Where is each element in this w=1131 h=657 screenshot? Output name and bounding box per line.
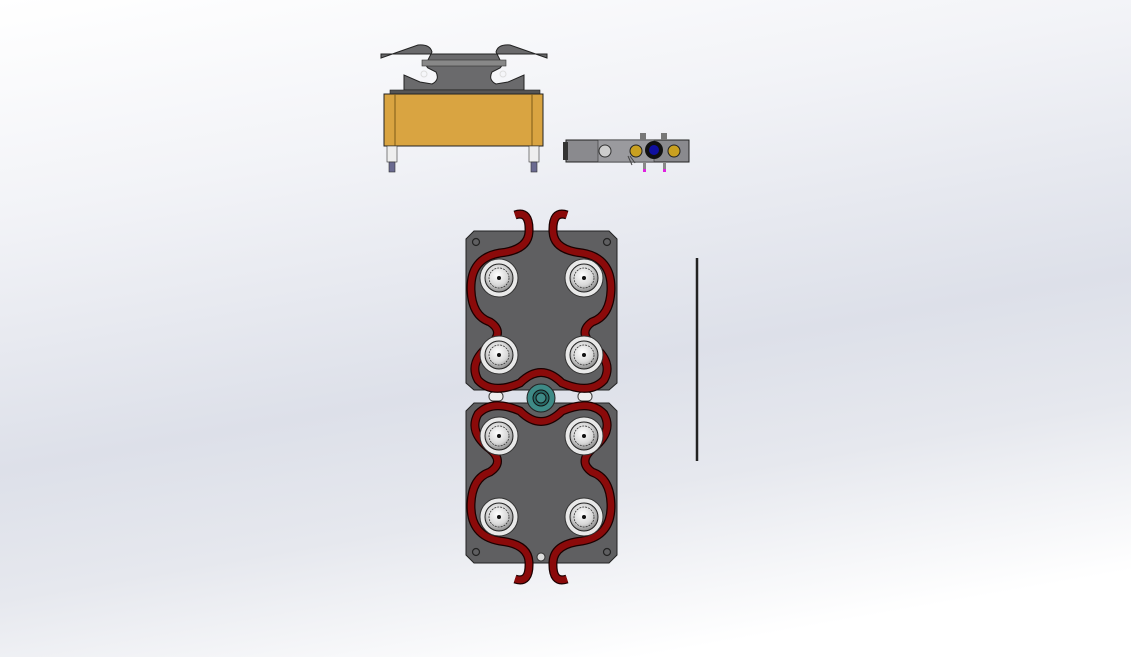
cooling-plate-assembly[interactable]: [465, 214, 618, 580]
connector-housing-part[interactable]: [380, 44, 548, 173]
center-fitting: [526, 383, 556, 413]
valve-manifold-part[interactable]: [563, 133, 690, 172]
